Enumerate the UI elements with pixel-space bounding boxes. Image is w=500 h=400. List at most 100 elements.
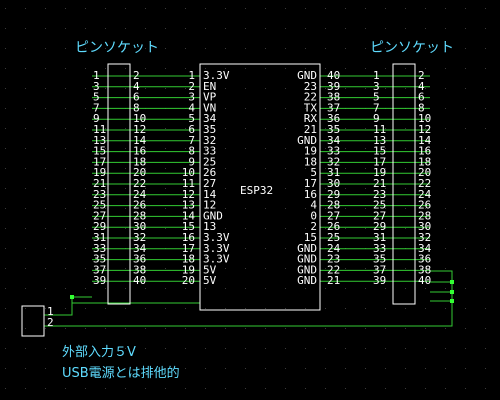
esp32-right-pin-number: 30 bbox=[327, 177, 340, 190]
right-socket-pin-odd: 25 bbox=[373, 199, 386, 212]
left-socket-pin-even: 14 bbox=[133, 134, 147, 147]
left-socket-pin-even: 28 bbox=[133, 209, 146, 222]
esp32-left-pin-label: VP bbox=[203, 91, 217, 104]
left-socket-pin-even: 30 bbox=[133, 220, 146, 233]
esp32-left-pin-label: 35 bbox=[203, 123, 216, 136]
wire-junction bbox=[450, 299, 454, 303]
right-socket-pin-even: 8 bbox=[418, 101, 425, 114]
esp32-left-pin-number: 12 bbox=[182, 188, 195, 201]
left-socket-pin-even: 24 bbox=[133, 188, 147, 201]
right-socket-pin-even: 40 bbox=[418, 274, 431, 287]
right-socket-pin-odd: 39 bbox=[373, 274, 386, 287]
esp32-chip-label: ESP32 bbox=[240, 184, 273, 197]
esp32-left-pin-label: 14 bbox=[203, 188, 217, 201]
left-socket-pin-even: 26 bbox=[133, 199, 146, 212]
left-socket-pin-odd: 7 bbox=[93, 101, 100, 114]
esp32-left-pin-label: 3.3V bbox=[203, 231, 230, 244]
esp32-right-pin-label: GND bbox=[297, 274, 317, 287]
esp32-left-pin-number: 16 bbox=[182, 231, 195, 244]
esp32-right-pin-label: 0 bbox=[310, 209, 317, 222]
esp32-right-pin-label: GND bbox=[297, 253, 317, 266]
esp32-left-pin-number: 2 bbox=[188, 80, 195, 93]
right-socket-pin-odd: 37 bbox=[373, 263, 386, 276]
right-socket-pin-odd: 19 bbox=[373, 166, 386, 179]
esp32-right-pin-number: 31 bbox=[327, 166, 340, 179]
left-socket-pin-even: 8 bbox=[133, 101, 140, 114]
left-socket-pin-odd: 1 bbox=[93, 69, 100, 82]
right-socket-pin-even: 30 bbox=[418, 220, 431, 233]
wire-junction bbox=[450, 290, 454, 294]
esp32-left-pin-label: 34 bbox=[203, 112, 217, 125]
power-connector-body bbox=[21, 305, 45, 337]
esp32-right-pin-number: 27 bbox=[327, 209, 340, 222]
esp32-right-pin-label: 5 bbox=[310, 166, 317, 179]
right-socket-pin-even: 38 bbox=[418, 263, 431, 276]
esp32-right-pin-number: 26 bbox=[327, 220, 340, 233]
esp32-left-pin-label: 13 bbox=[203, 220, 216, 233]
left-socket-pin-even: 22 bbox=[133, 177, 146, 190]
esp32-right-pin-number: 29 bbox=[327, 188, 340, 201]
esp32-right-pin-number: 40 bbox=[327, 69, 340, 82]
power-connector-pin-1: 1 bbox=[47, 305, 54, 318]
left-socket-pin-odd: 29 bbox=[93, 220, 106, 233]
esp32-right-pin-label: 15 bbox=[304, 231, 317, 244]
usb-exclusive-note: USB電源とは排他的 bbox=[62, 365, 180, 381]
right-socket-pin-even: 12 bbox=[418, 123, 431, 136]
esp32-right-pin-label: 22 bbox=[304, 91, 317, 104]
esp32-right-pin-number: 36 bbox=[327, 112, 340, 125]
esp32-right-pin-number: 28 bbox=[327, 199, 340, 212]
left-socket-pin-even: 40 bbox=[133, 274, 146, 287]
left-socket-pin-even: 36 bbox=[133, 253, 146, 266]
left-socket-pin-odd: 23 bbox=[93, 188, 106, 201]
esp32-left-pin-number: 19 bbox=[182, 263, 195, 276]
right-socket-pin-even: 10 bbox=[418, 112, 431, 125]
esp32-left-pin-number: 4 bbox=[188, 101, 195, 114]
wire-junction bbox=[70, 295, 74, 299]
esp32-left-pin-label: 3.3V bbox=[203, 69, 230, 82]
dot-grid bbox=[5, 8, 486, 389]
esp32-left-pin-number: 17 bbox=[182, 242, 195, 255]
wire-junction bbox=[450, 280, 454, 284]
esp32-left-pin-number: 3 bbox=[188, 91, 195, 104]
esp32-left-pin-label: EN bbox=[203, 80, 216, 93]
left-socket-pin-odd: 27 bbox=[93, 209, 106, 222]
esp32-left-pin-number: 15 bbox=[182, 220, 195, 233]
left-socket-pin-odd: 9 bbox=[93, 112, 100, 125]
esp32-left-pin-number: 1 bbox=[188, 69, 195, 82]
esp32-right-pin-number: 25 bbox=[327, 231, 340, 244]
esp32-right-pin-number: 38 bbox=[327, 91, 340, 104]
esp32-right-pin-label: GND bbox=[297, 134, 317, 147]
left-socket-pin-even: 2 bbox=[133, 69, 140, 82]
esp32-right-pin-label: 19 bbox=[304, 145, 317, 158]
esp32-left-pin-label: 27 bbox=[203, 177, 216, 190]
right-pin-socket-body bbox=[392, 63, 416, 305]
left-socket-pin-even: 18 bbox=[133, 155, 146, 168]
right-socket-pin-odd: 29 bbox=[373, 220, 386, 233]
wires bbox=[44, 75, 454, 327]
left-socket-pin-even: 12 bbox=[133, 123, 146, 136]
esp32-left-pin-number: 11 bbox=[182, 177, 195, 190]
left-socket-pin-odd: 3 bbox=[93, 80, 100, 93]
right-socket-pin-odd: 27 bbox=[373, 209, 386, 222]
right-socket-pin-odd: 1 bbox=[373, 69, 380, 82]
left-socket-pin-even: 32 bbox=[133, 231, 146, 244]
esp32-left-pin-number: 13 bbox=[182, 199, 195, 212]
esp32-right-pin-label: GND bbox=[297, 242, 317, 255]
left-socket-pin-odd: 31 bbox=[93, 231, 106, 244]
right-socket-pin-even: 18 bbox=[418, 155, 431, 168]
right-socket-pin-even: 34 bbox=[418, 242, 432, 255]
esp32-left-pin-number: 8 bbox=[188, 145, 195, 158]
esp32-right-pin-label: 16 bbox=[304, 188, 317, 201]
left-socket-pin-even: 16 bbox=[133, 145, 146, 158]
right-socket-pin-odd: 7 bbox=[373, 101, 380, 114]
right-socket-pin-odd: 3 bbox=[373, 80, 380, 93]
esp32-left-pin-number: 10 bbox=[182, 166, 195, 179]
esp32-left-pin-label: 25 bbox=[203, 155, 216, 168]
esp32-left-pin-label: 26 bbox=[203, 166, 216, 179]
right-socket-pin-even: 4 bbox=[418, 80, 425, 93]
left-socket-pin-even: 20 bbox=[133, 166, 146, 179]
right-socket-pin-even: 20 bbox=[418, 166, 431, 179]
esp32-right-pin-number: 21 bbox=[327, 274, 340, 287]
